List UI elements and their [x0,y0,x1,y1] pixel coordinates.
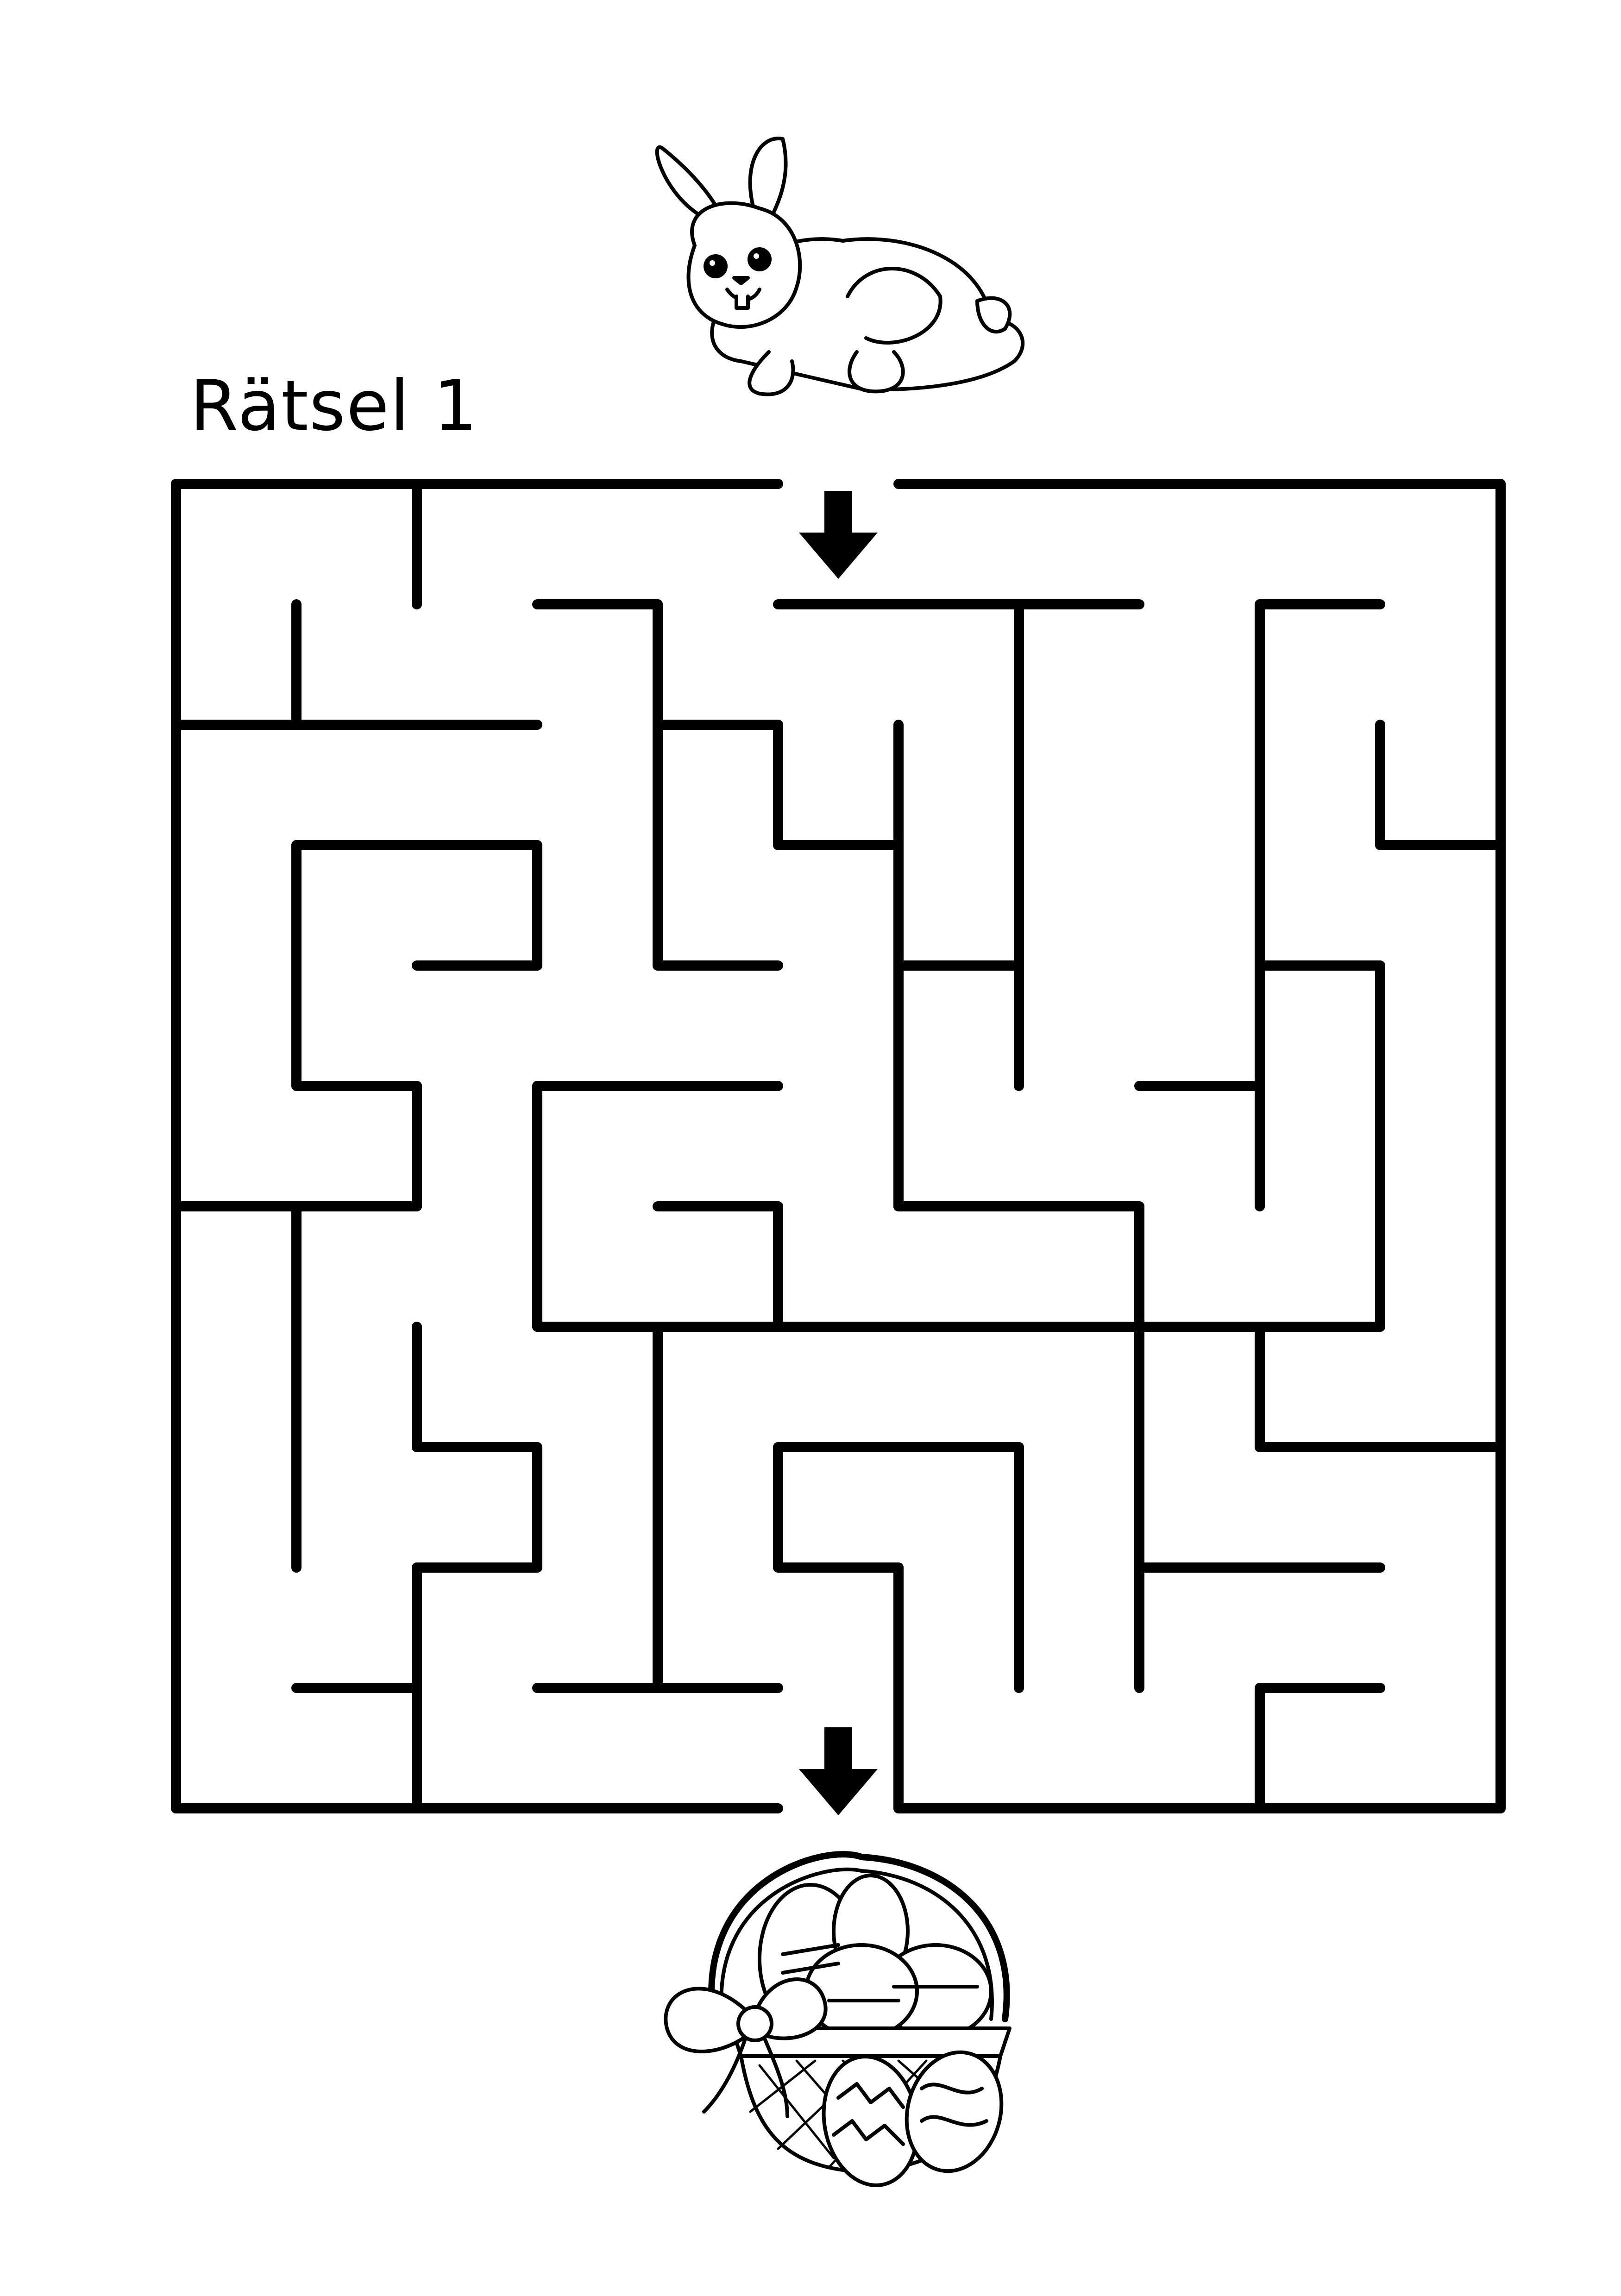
exit-arrow-icon [799,1727,878,1815]
entry-arrow-icon [799,491,878,579]
maze-walls [171,479,1506,1813]
easter-basket-icon [664,1851,1012,2187]
page-title: Rätsel 1 [190,366,478,446]
rabbit-icon [655,137,1025,396]
